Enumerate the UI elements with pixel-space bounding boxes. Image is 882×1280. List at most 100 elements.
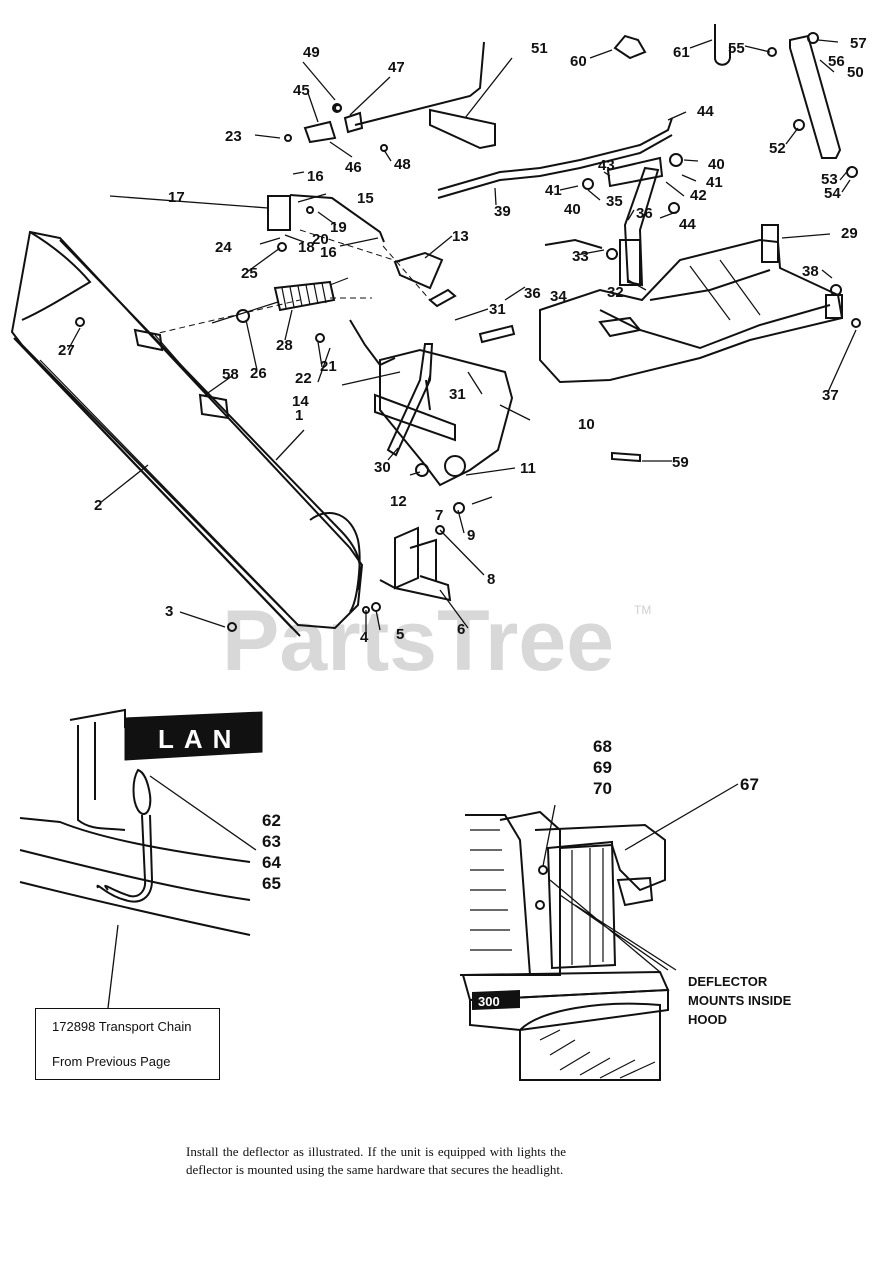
deflector-note-line-2: MOUNTS INSIDE [688,993,792,1008]
watermark-text: PartsTree [222,593,614,689]
callout-7: 7 [435,507,443,524]
callout-52: 52 [769,140,786,157]
callout-21: 21 [320,358,337,375]
lift-rod-assembly [303,41,496,150]
callout-8: 8 [487,571,495,588]
callout-15: 15 [357,190,374,207]
lift-linkage [149,194,444,336]
hardware [75,104,861,632]
callout-34: 34 [550,288,567,305]
callout-27: 27 [58,342,75,359]
callout-50: 50 [847,64,864,81]
hood-badge-text: LAN [158,724,241,754]
callout-16a: 16 [307,168,324,185]
push-frame [349,288,514,487]
callout-31b: 31 [449,386,466,403]
callout-44a: 44 [697,103,714,120]
callout-28: 28 [276,337,293,354]
transport-chain-illustration: LAN [19,708,263,1009]
transport-chain-part-number: 172898 Transport Chain [52,1019,192,1034]
callout-41b: 41 [545,182,562,199]
callout-31a: 31 [489,301,506,318]
snow-blade [10,230,364,637]
watermark-trademark: TM [634,603,651,617]
callout-29: 29 [841,225,858,242]
callout-5: 5 [396,626,404,643]
callout-49: 49 [303,44,320,61]
upright-bar [767,32,842,159]
callout-40a: 40 [708,156,725,173]
callout-51: 51 [531,40,548,57]
callout-19: 19 [330,219,347,236]
callout-42: 42 [690,187,707,204]
callout-22: 22 [295,370,312,387]
callout-17: 17 [168,189,185,206]
callout-13: 13 [452,228,469,245]
callout-64: 64 [262,853,281,872]
callout-12: 12 [390,493,407,510]
callout-55: 55 [728,40,745,57]
callout-23: 23 [225,128,242,145]
callout-67: 67 [740,775,759,794]
callout-4: 4 [360,629,369,646]
callout-63: 63 [262,832,281,851]
transport-chain-reference: From Previous Page [52,1054,171,1069]
transport-chain-note: 172898 Transport Chain From Previous Pag… [35,1008,220,1080]
callout-65: 65 [262,874,281,893]
callout-36a: 36 [636,205,653,222]
callout-70: 70 [593,779,612,798]
callout-35: 35 [606,193,623,210]
callout-46: 46 [345,159,362,176]
lift-spring [211,277,349,324]
callout-59: 59 [672,454,689,471]
callout-53: 53 [821,171,838,188]
install-instructions: Install the deflector as illustrated. If… [186,1144,566,1177]
callout-24: 24 [215,239,232,256]
callout-36b: 36 [524,285,541,302]
callout-14: 14 [292,393,309,410]
callouts: 1 2 3 4 5 6 7 8 9 10 11 12 13 14 15 16 1… [58,35,867,646]
hook-pin [714,24,731,66]
callout-9: 9 [467,527,475,544]
deflector-note-line-3: HOOD [688,1012,727,1027]
callout-30: 30 [374,459,391,476]
callout-33: 33 [572,248,589,265]
tractor-deflector-illustration: 300 [460,783,739,1081]
deflector-note-line-1: DEFLECTOR [688,974,768,989]
callout-60: 60 [570,53,587,70]
tractor-badge-text: 300 [478,994,500,1009]
callout-62: 62 [262,811,281,830]
callout-56: 56 [828,53,845,70]
hood-badge-plate [124,711,263,761]
callout-26: 26 [250,365,267,382]
callout-48: 48 [394,156,411,173]
callout-1: 1 [295,407,303,424]
callout-69: 69 [593,758,612,777]
lift-lever [544,166,660,287]
callout-38: 38 [802,263,819,280]
callout-39: 39 [494,203,511,220]
callout-43: 43 [598,157,615,174]
callout-40b: 40 [564,201,581,218]
callout-11: 11 [520,460,536,477]
callout-25: 25 [241,265,258,282]
tie-rod [437,117,673,199]
lift-lever-spring [582,153,683,190]
callout-10: 10 [578,416,595,433]
callout-45: 45 [293,82,310,99]
callout-2: 2 [94,497,102,514]
deflector-mount-note: DEFLECTOR MOUNTS INSIDE HOOD [688,972,838,1029]
leader-lines [67,39,857,632]
callout-68: 68 [593,737,612,756]
callout-54: 54 [824,185,841,202]
callout-16b: 16 [320,244,337,261]
callout-18: 18 [298,239,315,256]
callout-41a: 41 [706,174,723,191]
callout-20: 20 [312,231,329,248]
callout-44b: 44 [679,216,696,233]
callout-47: 47 [388,59,405,76]
callout-32: 32 [607,284,624,301]
blade-stop-bracket [379,526,452,602]
callout-58: 58 [222,366,239,383]
